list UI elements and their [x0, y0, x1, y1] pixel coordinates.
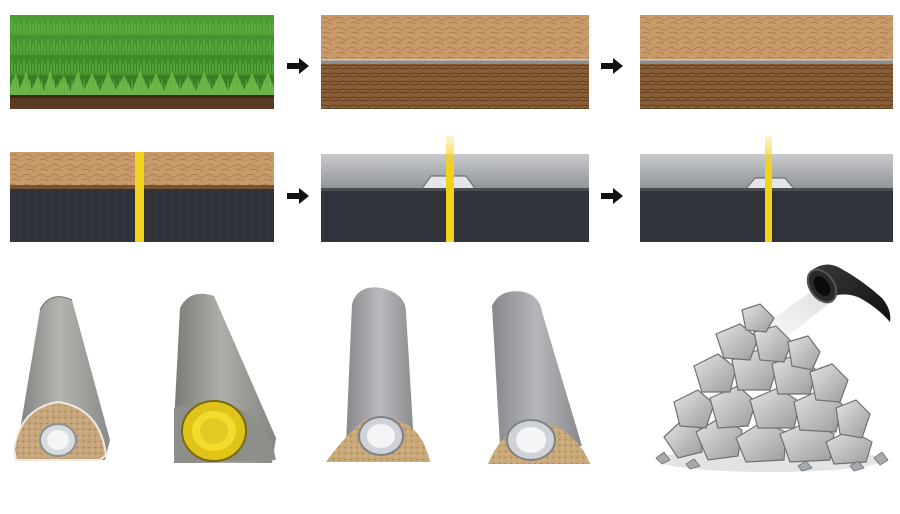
panel-grass-soil [10, 15, 274, 109]
right-arrow-icon [601, 188, 623, 204]
pipe-sand-white-core [326, 284, 436, 466]
pipe-yellow-lining [172, 288, 280, 468]
panel-asphalt-bump-marker-2 [640, 136, 893, 242]
pipe-sand-white-core-2 [486, 288, 592, 468]
panel-soil-asphalt-marker [10, 152, 274, 242]
rubble-pile-with-pouring-pipe [650, 262, 895, 477]
right-arrow-icon [287, 58, 309, 74]
right-arrow-icon [601, 58, 623, 74]
panel-soil-pipe-layer-2 [640, 15, 893, 109]
panel-soil-pipe-layer [321, 15, 589, 109]
pipe-sand-grey-core [10, 290, 120, 465]
panel-asphalt-bump-marker [321, 136, 589, 242]
right-arrow-icon [287, 188, 309, 204]
